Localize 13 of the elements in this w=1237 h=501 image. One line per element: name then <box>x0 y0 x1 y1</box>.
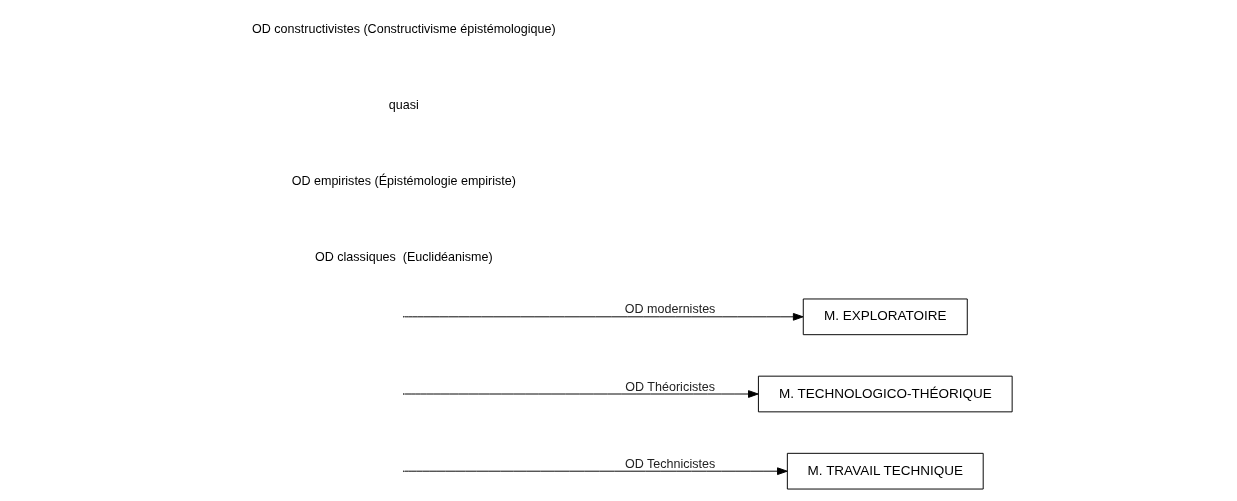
label: OD constructivistes (Constructivisme épistémologique) <box>251 21 556 36</box>
node-box: M. EXPLORATOIRE <box>802 298 968 336</box>
arrow <box>403 312 803 321</box>
edge-label: OD Théoricistes <box>624 379 715 394</box>
edge-label: OD Technicistes <box>624 456 715 471</box>
arrow <box>403 390 759 398</box>
label: quasi <box>388 97 419 112</box>
edge-label: OD modernistes <box>624 302 715 317</box>
node-box: M. TRAVAIL TECHNIQUE <box>786 452 984 490</box>
label: OD classiques (Euclidéanisme) <box>314 250 493 265</box>
node-box: M. TECHNOLOGICO-THÉORIQUE <box>757 375 1013 413</box>
label: OD empiristes (Épistémologie empiriste) <box>291 174 516 189</box>
arrow <box>403 467 788 476</box>
